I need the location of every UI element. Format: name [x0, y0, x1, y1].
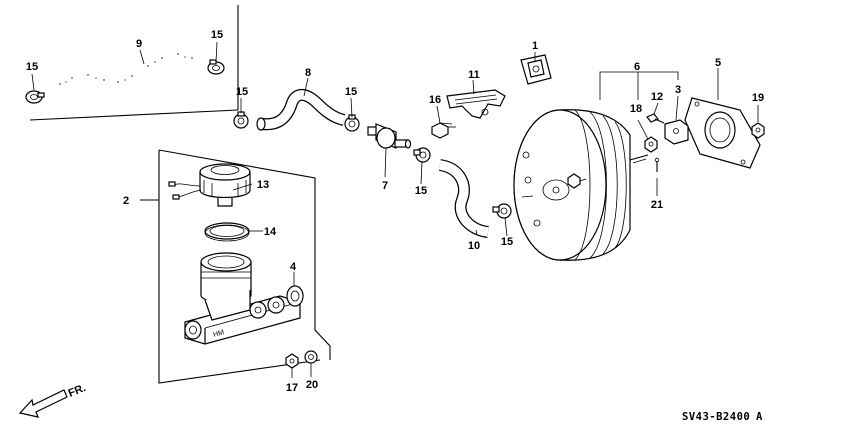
- vacuum-hose-9[interactable]: [39, 48, 213, 100]
- nut-18[interactable]: [644, 136, 658, 153]
- callout-9: 9: [136, 38, 142, 50]
- callout-1: 1: [532, 40, 538, 52]
- callout-18: 18: [630, 103, 642, 115]
- check-valve-7[interactable]: [367, 123, 412, 149]
- callout-6: 6: [634, 61, 640, 73]
- callout-labels: 1 2 3 4 5 6 7 8 9 10 11 12 13 14 15 15 1…: [26, 29, 764, 394]
- leader-lines: [31, 41, 759, 378]
- callout-15a: 15: [26, 61, 38, 73]
- callout-15e: 15: [415, 185, 427, 197]
- brake-booster-6[interactable]: [513, 109, 649, 261]
- master-cylinder-frame: [140, 149, 331, 384]
- callout-10: 10: [468, 240, 480, 252]
- hose-clamp-15e[interactable]: [413, 147, 431, 163]
- vacuum-hose-10[interactable]: [438, 159, 490, 238]
- grommet-1[interactable]: [520, 54, 552, 85]
- callout-15c: 15: [236, 86, 248, 98]
- callout-16: 16: [429, 94, 441, 106]
- diagram-code-suffix: A: [756, 411, 763, 423]
- reservoir-seal-14[interactable]: [204, 222, 250, 242]
- vacuum-hose-8[interactable]: [256, 88, 346, 131]
- callout-14: 14: [264, 226, 277, 238]
- callout-5: 5: [715, 57, 721, 69]
- yoke-3[interactable]: [664, 119, 689, 145]
- hose-clamp-15f[interactable]: [492, 203, 512, 219]
- clip-21[interactable]: [654, 157, 660, 172]
- callout-8: 8: [305, 67, 311, 79]
- callout-3: 3: [675, 84, 681, 96]
- bolt-16[interactable]: [431, 122, 456, 139]
- hose-clamp-15d[interactable]: [344, 114, 360, 132]
- callout-7: 7: [382, 180, 388, 192]
- diagram-code: SV43-B2400 A: [682, 411, 763, 423]
- hose-9-frame: [29, 5, 239, 121]
- callout-15b: 15: [211, 29, 223, 41]
- callout-17: 17: [286, 382, 298, 394]
- hose-bracket-11[interactable]: [446, 89, 506, 119]
- callout-2: 2: [123, 195, 129, 207]
- callout-20: 20: [306, 379, 318, 391]
- nut-17[interactable]: [285, 353, 299, 369]
- front-label: FR.: [67, 382, 88, 400]
- front-direction-arrow: FR.: [18, 382, 88, 418]
- callout-12: 12: [651, 91, 663, 103]
- washer-20[interactable]: [304, 350, 318, 364]
- hose-clamp-15b[interactable]: [207, 59, 225, 75]
- reservoir-cap-13[interactable]: [168, 163, 251, 207]
- nut-19[interactable]: [751, 122, 765, 139]
- pin-12[interactable]: [646, 113, 665, 124]
- hose-clamp-15a[interactable]: [25, 90, 45, 104]
- piston-seal-4[interactable]: [286, 285, 304, 307]
- callout-4: 4: [290, 261, 297, 273]
- callout-15d: 15: [345, 86, 357, 98]
- callout-21: 21: [651, 199, 663, 211]
- svg-text:HM: HM: [213, 329, 226, 339]
- callout-19: 19: [752, 92, 764, 104]
- booster-gasket-5[interactable]: [684, 97, 761, 169]
- callout-11: 11: [468, 69, 480, 81]
- callout-13: 13: [257, 179, 269, 191]
- hose-clamp-15c[interactable]: [233, 111, 249, 129]
- master-cylinder-body[interactable]: HM: [184, 252, 301, 345]
- callout-15f: 15: [501, 236, 513, 248]
- diagram-code-text: SV43-B2400: [682, 411, 750, 423]
